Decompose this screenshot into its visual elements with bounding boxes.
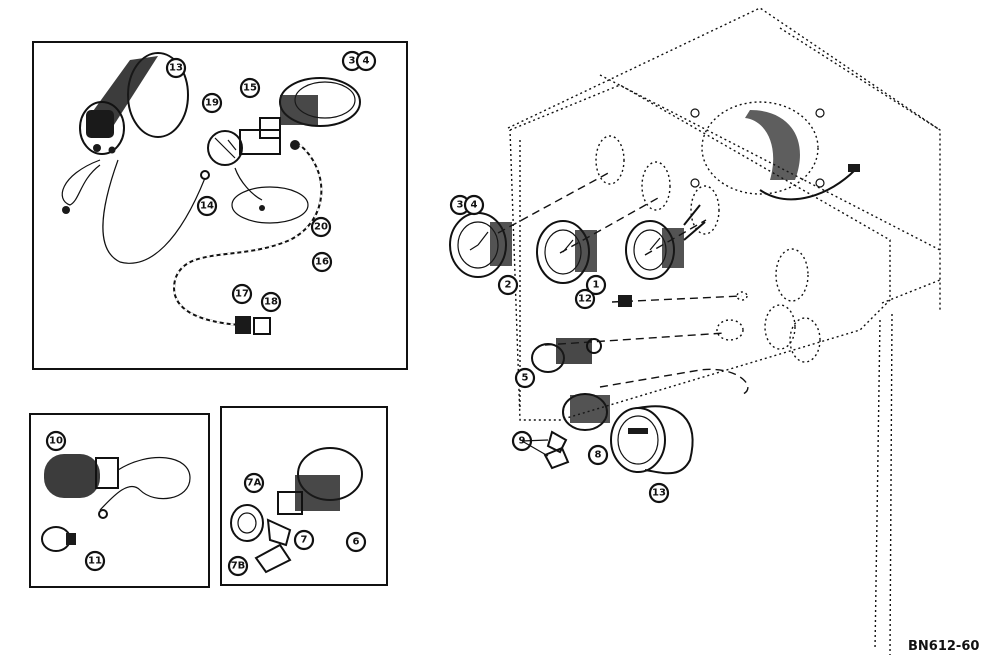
callout-label: 19 <box>205 98 219 109</box>
callout-label: 7A <box>247 478 262 489</box>
callout-label: 6 <box>353 537 360 548</box>
callout-3-inset: 3 <box>341 50 363 72</box>
callout-11: 11 <box>84 550 106 572</box>
hourmeter-inset <box>32 41 408 370</box>
callout-19: 19 <box>201 92 223 114</box>
fitting-12 <box>618 295 632 307</box>
fitting-17 <box>235 316 251 334</box>
callout-label: 3 <box>457 200 464 211</box>
callout-label: 13 <box>652 488 666 499</box>
callout-label: 12 <box>578 294 592 305</box>
callout-2: 2 <box>497 274 519 296</box>
callout-6: 6 <box>345 531 367 553</box>
callout-15: 15 <box>239 77 261 99</box>
lamp-5 <box>531 338 602 373</box>
callout-label: 1 <box>593 280 600 291</box>
hourmeter-inset-frame <box>32 41 408 370</box>
callout-label: 4 <box>471 200 478 211</box>
callout-label: 20 <box>314 222 328 233</box>
callout-1: 1 <box>585 274 607 296</box>
switch-inset-frame <box>220 406 388 586</box>
gauge-3-4 <box>449 212 512 278</box>
callout-label: 3 <box>349 56 356 67</box>
signal-wire-loop <box>102 159 206 264</box>
pressure-gauge-3-4 <box>279 77 361 150</box>
callout-label: 13 <box>169 63 183 74</box>
switch-8 <box>543 393 610 470</box>
callout-label: 17 <box>235 289 249 300</box>
lamp-housing-10 <box>44 454 100 498</box>
callout-7: 7 <box>293 529 315 551</box>
gauge-1 <box>625 204 706 280</box>
fitting-18 <box>253 317 271 335</box>
callout-16: 16 <box>311 251 333 273</box>
callout-label: 7B <box>231 561 246 572</box>
callout-13-main: 13 <box>648 482 670 504</box>
callout-20: 20 <box>310 216 332 238</box>
callout-label: 16 <box>315 257 329 268</box>
callout-13-inset: 13 <box>165 57 187 79</box>
callout-8: 8 <box>587 444 609 466</box>
ground-wire <box>61 159 101 206</box>
lamp-inset-frame <box>29 413 210 588</box>
callout-7A: 7A <box>243 472 265 494</box>
callout-12: 12 <box>574 288 596 310</box>
callout-7B: 7B <box>227 555 249 577</box>
callout-17: 17 <box>231 283 253 305</box>
bezel-7A <box>230 504 264 542</box>
callout-label: 15 <box>243 83 257 94</box>
callout-18: 18 <box>260 291 282 313</box>
callout-10: 10 <box>45 430 67 452</box>
callout-label: 11 <box>88 556 102 567</box>
sender-tee-assembly <box>207 117 281 166</box>
switch-inset <box>220 406 388 586</box>
seal-ring-20 <box>231 186 309 224</box>
callout-label: 14 <box>200 201 214 212</box>
callout-label: 5 <box>522 373 529 384</box>
main-panel-view <box>449 7 941 656</box>
callout-5: 5 <box>514 367 536 389</box>
callout-label: 7 <box>301 535 308 546</box>
hourmeter-gauge-13 <box>79 52 189 155</box>
callout-4-inset: 4 <box>355 50 377 72</box>
callout-label: 4 <box>363 56 370 67</box>
callout-label: 2 <box>505 280 512 291</box>
callout-label: 8 <box>595 450 602 461</box>
callout-14: 14 <box>196 195 218 217</box>
bulb-11 <box>41 526 71 552</box>
hourmeter-13 <box>610 405 694 475</box>
callout-label: 18 <box>264 297 278 308</box>
gauge-2 <box>536 220 597 284</box>
callout-4-main: 4 <box>463 194 485 216</box>
figure-reference-code: BN612-60 <box>908 639 979 654</box>
callout-label: 10 <box>49 436 63 447</box>
lamp-inset <box>29 413 210 588</box>
